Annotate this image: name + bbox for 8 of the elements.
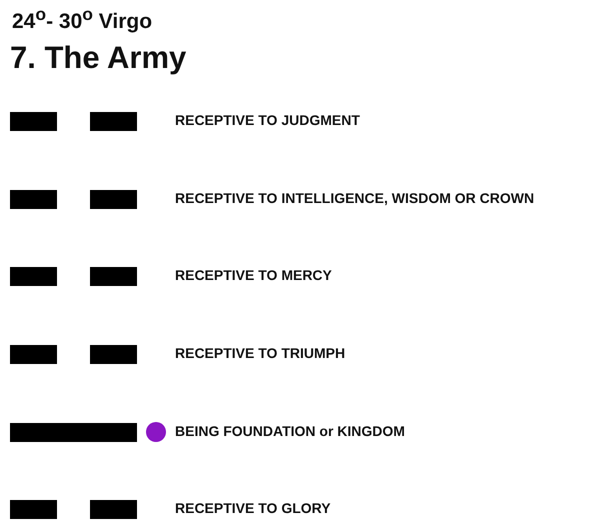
- line-label: BEING FOUNDATION or KINGDOM: [175, 423, 405, 439]
- line-label: RECEPTIVE TO TRIUMPH: [175, 345, 346, 361]
- line-label: RECEPTIVE TO INTELLIGENCE, WISDOM OR CROWN: [175, 190, 534, 206]
- title: 7. The Army: [10, 40, 186, 76]
- line-label: RECEPTIVE TO JUDGMENT: [175, 112, 360, 128]
- line-label: RECEPTIVE TO MERCY: [175, 267, 332, 283]
- line-label: RECEPTIVE TO GLORY: [175, 500, 331, 516]
- subtitle: 24$^{o}$- 30$^{o}$ Virgo: [12, 4, 152, 34]
